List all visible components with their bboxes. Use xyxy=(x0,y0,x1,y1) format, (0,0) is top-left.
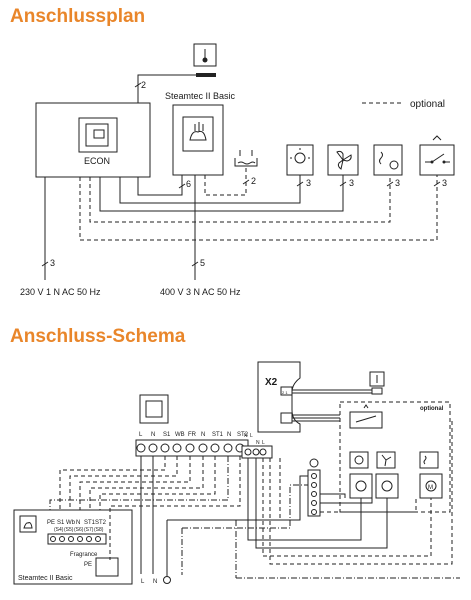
earth-terminal-rail xyxy=(307,469,321,517)
wire-count-supply-230: 3 xyxy=(50,258,55,268)
steamtec-sub: (S6) xyxy=(74,527,84,533)
wire-count-supply-400: 5 xyxy=(200,258,205,268)
steamtec-sub: (S4) xyxy=(54,527,64,533)
terminal-label: WB xyxy=(175,432,185,438)
wire-count-switch: 3 xyxy=(442,178,447,188)
steamtec-sub: (S8) xyxy=(94,527,104,533)
terminal-label: N xyxy=(151,432,155,438)
fragrance-label: Fragrance xyxy=(70,552,98,558)
supply-400-label: 400 V 3 N AC 50 Hz xyxy=(160,287,241,297)
switch-device-box xyxy=(419,144,455,176)
schema-title: Anschluss-Schema xyxy=(10,326,186,347)
wire-count-light: 3 xyxy=(306,178,311,188)
schema-wiring xyxy=(49,420,460,579)
steamtec-terminal: PE xyxy=(47,520,55,526)
relay-label: L xyxy=(250,433,253,439)
wire-count-motor: 3 xyxy=(395,178,400,188)
terminal-label: ST1 xyxy=(212,432,224,438)
schema-switch-box xyxy=(349,411,383,429)
wire-count-econ-steamtec: 6 xyxy=(186,179,191,189)
schema-fan-relay xyxy=(375,473,399,499)
relay-label: N xyxy=(244,433,248,439)
wire-count-sensor: 2 xyxy=(141,80,146,90)
pe-label: PE xyxy=(84,562,92,568)
terminal-label: FR xyxy=(188,432,197,438)
terminal-label: ST2 xyxy=(237,432,249,438)
steamtec-sub: (S7) xyxy=(84,527,94,533)
plan-title: Anschlussplan xyxy=(10,6,146,27)
wire-count-fan: 3 xyxy=(349,178,354,188)
steamtec-sub: (S5) xyxy=(64,527,74,533)
terminal-label: S1 xyxy=(163,432,171,438)
switch-icon xyxy=(425,135,450,164)
schema-steamtec-icon xyxy=(19,515,37,533)
steamtec-label: Steamtec II Basic xyxy=(165,91,236,101)
steamtec-terminal: Wb xyxy=(66,520,76,526)
supply-230-label: 230 V 1 N AC 50 Hz xyxy=(20,287,101,297)
schema-light-icon xyxy=(349,451,369,469)
schema-steamtec-box-label: Steamtec II Basic xyxy=(18,575,73,582)
steamtec-terminal: ST2 xyxy=(95,520,107,526)
supply-label: N xyxy=(153,579,157,585)
water-valve-icon xyxy=(234,150,258,167)
sensor-probe xyxy=(196,73,216,77)
svg-text:M: M xyxy=(428,485,433,491)
relay-label: N xyxy=(256,440,260,446)
terminal-label: N xyxy=(227,432,231,438)
earth-icon xyxy=(309,458,319,468)
steamtec-terminal: ST1 xyxy=(84,520,96,526)
schema-light-relay xyxy=(349,473,373,499)
supply-earth-icon xyxy=(163,576,171,584)
terminal-label: L xyxy=(139,432,143,438)
terminal-labels: L N S1 WB FR N ST1 N ST2 xyxy=(139,432,249,438)
x2-label: X2 xyxy=(265,377,278,388)
light-icon xyxy=(294,152,306,164)
steamtec-terminal: S1 xyxy=(57,520,65,526)
optional-area xyxy=(339,401,451,513)
steam-generator-icon xyxy=(182,116,214,152)
relay-label: L xyxy=(262,440,265,446)
anschluss-schema-diagram: X2 2 1 optional M xyxy=(13,361,460,585)
scent-icon xyxy=(379,151,383,165)
relay-block xyxy=(241,445,273,459)
wire-count-valve: 2 xyxy=(251,176,256,186)
anschlussplan-diagram: optional 2 ECON Steamtec II Basic xyxy=(20,43,455,297)
schema-optional-label: optional xyxy=(420,406,444,412)
motor-device-box xyxy=(373,144,403,176)
schema-motor-icon xyxy=(419,451,439,469)
fan-icon xyxy=(336,150,352,170)
econ-label: ECON xyxy=(84,156,110,166)
fragrance-pump xyxy=(95,557,119,577)
legend-optional-text: optional xyxy=(410,99,445,110)
motor-icon xyxy=(389,160,399,170)
svg-text:2 1: 2 1 xyxy=(282,390,288,395)
steamtec-terminal: N xyxy=(76,520,80,526)
supply-label: L xyxy=(141,579,145,585)
terminal-block xyxy=(135,439,249,457)
terminal-label: N xyxy=(201,432,205,438)
